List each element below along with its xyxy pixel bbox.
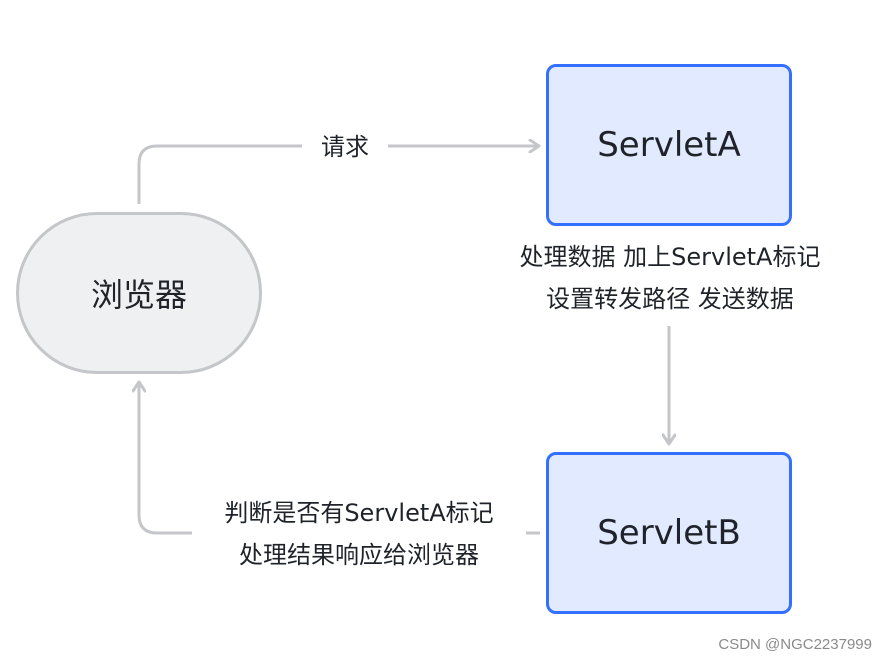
request-edge-text: 请求 xyxy=(321,133,369,161)
judge-edge-line-1: 判断是否有ServletA标记 xyxy=(224,499,494,527)
response-connector xyxy=(139,382,540,535)
browser-node-label: 浏览器 xyxy=(90,276,187,314)
browser-node: 浏览器 xyxy=(16,212,262,374)
process-edge-line-2: 设置转发路径 发送数据 xyxy=(546,285,794,313)
watermark: CSDN @NGC2237999 xyxy=(718,636,872,653)
servlet-b-node: ServletB xyxy=(546,452,792,614)
servlet-a-node: ServletA xyxy=(546,64,792,226)
process-edge-label: 处理数据 加上ServletA标记 设置转发路径 发送数据 xyxy=(478,236,862,320)
servlet-b-node-label: ServletB xyxy=(597,513,741,553)
request-edge-label: 请求 xyxy=(302,126,388,168)
process-edge-line-1: 处理数据 加上ServletA标记 xyxy=(519,243,821,271)
judge-edge-line-2: 处理结果响应给浏览器 xyxy=(239,541,479,569)
judge-edge-label: 判断是否有ServletA标记 处理结果响应给浏览器 xyxy=(192,492,526,576)
request-connector xyxy=(137,146,539,204)
servlet-a-node-label: ServletA xyxy=(597,125,741,165)
